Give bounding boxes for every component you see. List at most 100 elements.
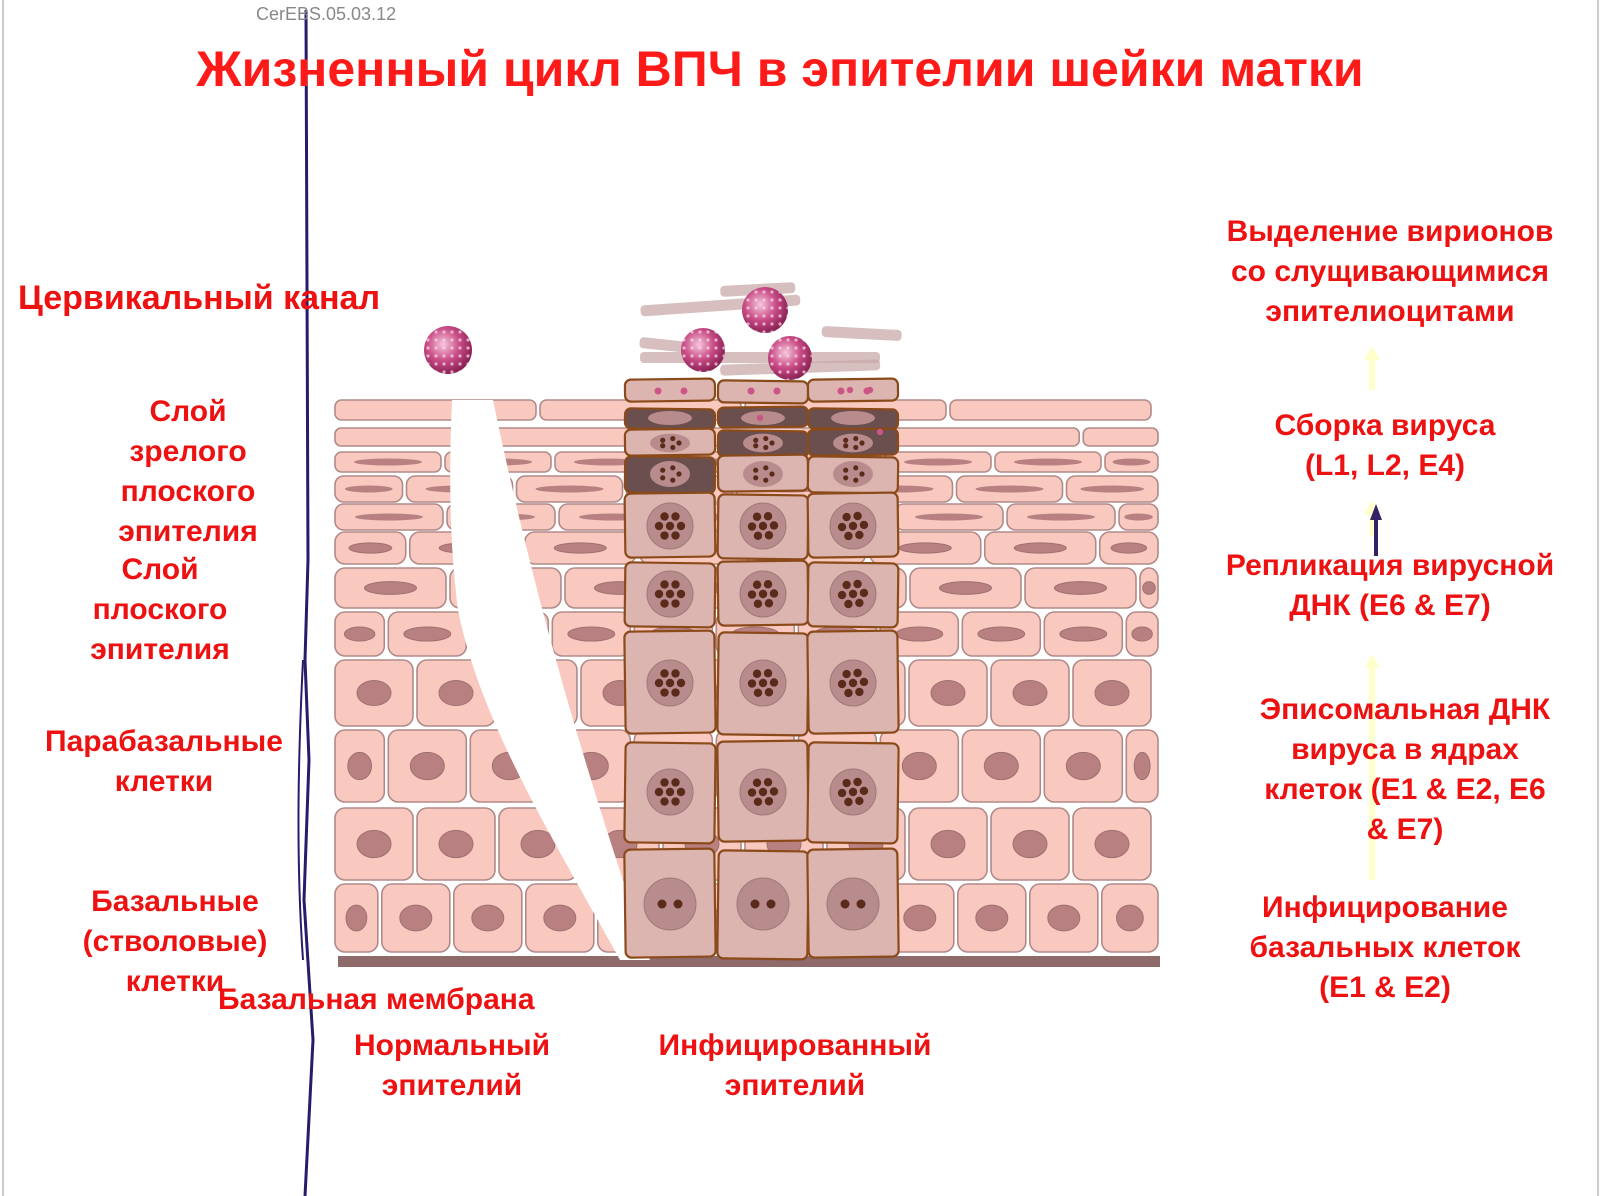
cell-nucleus xyxy=(1080,485,1145,493)
cell-nucleus xyxy=(1047,904,1081,932)
viral-episome xyxy=(753,437,759,443)
viral-episome xyxy=(654,589,664,599)
cell-nucleus xyxy=(975,904,1009,932)
parabasal-cells-label: Парабазальные клетки xyxy=(45,725,283,798)
viral-episome xyxy=(671,512,680,521)
cell-nucleus xyxy=(535,485,604,493)
cell-nucleus xyxy=(1112,458,1151,466)
cell-nucleus xyxy=(1014,458,1082,466)
viral-episome xyxy=(769,589,779,598)
viral-episome xyxy=(853,579,862,589)
cell-nucleus xyxy=(356,829,392,859)
viral-episome xyxy=(853,435,859,442)
page-title: Жизненный цикл ВПЧ в эпителии шейки матк… xyxy=(196,41,1364,97)
viral-episome xyxy=(676,440,682,446)
cell-nucleus xyxy=(1094,829,1130,859)
viral-episome xyxy=(842,778,851,788)
cell-nucleus xyxy=(643,877,697,931)
viral-episome xyxy=(660,688,669,697)
virion-particle xyxy=(837,387,845,395)
cell-nucleus xyxy=(438,679,474,707)
cell-nucleus xyxy=(904,458,972,466)
normal-cell xyxy=(877,427,1081,447)
viral-episome xyxy=(853,668,862,678)
cell-nucleus xyxy=(650,461,690,487)
infected-cell xyxy=(716,379,810,405)
cell-nucleus xyxy=(348,542,393,554)
viral-episome xyxy=(763,465,769,471)
cell-nucleus xyxy=(901,751,937,781)
viral-episome xyxy=(747,788,757,797)
viral-episome xyxy=(665,787,675,797)
mature-squamous-layer-label: Слой зрелого плоского эпителия xyxy=(118,395,258,548)
cell-nucleus xyxy=(977,626,1026,642)
virion-particle xyxy=(747,387,755,395)
viral-episome xyxy=(671,669,680,678)
viral-episome xyxy=(843,437,849,443)
viral-episome xyxy=(660,443,666,449)
viral-episome xyxy=(848,521,858,531)
cell-nucleus xyxy=(1059,626,1108,642)
viral-episome xyxy=(764,599,774,608)
cell-nucleus xyxy=(344,485,393,493)
virions xyxy=(424,287,884,436)
viral-episome xyxy=(855,598,864,608)
viral-episome xyxy=(842,512,851,522)
cell-nucleus xyxy=(831,411,875,425)
cell-nucleus xyxy=(355,513,423,521)
viral-episome xyxy=(671,531,680,540)
cell-nucleus xyxy=(1116,904,1144,932)
viral-episome xyxy=(859,440,865,446)
viral-episome xyxy=(842,580,851,590)
cell-nucleus xyxy=(650,433,690,453)
viral-episome xyxy=(837,522,847,532)
cell-nucleus xyxy=(743,461,783,487)
viral-episome xyxy=(769,787,779,796)
viral-episome xyxy=(837,679,847,689)
cell-nucleus xyxy=(833,433,873,453)
viral-episome xyxy=(859,677,869,687)
arrow-head xyxy=(1364,346,1380,360)
cell-nucleus xyxy=(1094,679,1130,707)
viral-episome xyxy=(843,475,849,481)
viral-episome xyxy=(763,778,773,787)
basal-cells-label: Базальные (стволовые) клетки xyxy=(82,885,268,998)
viral-episome xyxy=(859,588,869,598)
cell-nucleus xyxy=(409,751,445,781)
viral-episome xyxy=(752,778,762,787)
arrow-head xyxy=(1364,654,1380,668)
cell-nucleus xyxy=(403,626,452,642)
cell-nucleus xyxy=(345,904,368,932)
viral-episome xyxy=(843,443,849,449)
viral-episome xyxy=(853,465,859,471)
viral-episome xyxy=(654,678,664,688)
viral-episome xyxy=(837,590,847,600)
viral-episome xyxy=(843,467,849,473)
infected-epithelium-label: Инфицированный эпителий xyxy=(658,1029,932,1102)
viral-episome xyxy=(657,899,667,909)
virion-surface xyxy=(424,326,472,374)
viral-episome xyxy=(769,678,779,687)
viral-episome xyxy=(753,599,763,608)
viral-episome xyxy=(764,531,774,540)
cell-nucleus xyxy=(553,542,607,554)
cell-nucleus xyxy=(438,829,474,859)
viral-episome xyxy=(676,589,686,599)
viral-episome xyxy=(671,797,680,806)
viral-episome xyxy=(763,580,773,589)
stage-arrows xyxy=(1364,346,1382,880)
viral-episome xyxy=(670,477,676,483)
viral-episome xyxy=(855,687,864,697)
cell-nucleus xyxy=(1065,751,1101,781)
viral-episome xyxy=(670,465,676,471)
normal-cell xyxy=(334,399,537,421)
cell-nucleus xyxy=(1012,829,1048,859)
viral-episome xyxy=(660,475,666,481)
cell-nucleus xyxy=(915,513,983,521)
viral-episome xyxy=(763,435,769,442)
viral-episome xyxy=(853,777,862,787)
normal-cell xyxy=(334,427,466,447)
cell-nucleus xyxy=(743,433,783,453)
cell-nucleus xyxy=(975,485,1044,493)
viral-episome xyxy=(837,788,847,798)
